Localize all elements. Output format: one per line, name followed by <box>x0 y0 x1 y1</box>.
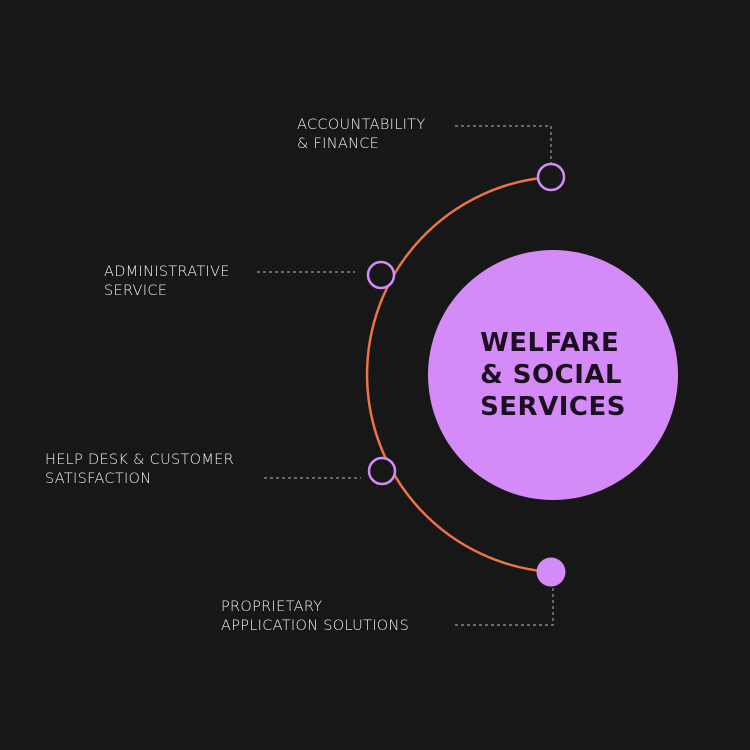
label-accountability: ACCOUNTABILITY & FINANCE <box>297 116 425 154</box>
orange-arc <box>365 175 552 574</box>
center-title-line-3: SERVICES <box>480 392 626 422</box>
node-helpdesk[interactable] <box>367 456 397 486</box>
label-line: ACCOUNTABILITY <box>297 117 426 133</box>
label-line: APPLICATION SOLUTIONS <box>221 618 410 634</box>
label-line: & FINANCE <box>297 136 380 152</box>
connector-proprietary <box>455 587 554 626</box>
label-line: ADMINISTRATIVE <box>104 264 230 280</box>
node-administrative[interactable] <box>366 260 396 290</box>
center-title: WELFARE & SOCIAL SERVICES <box>428 250 678 500</box>
label-line: HELP DESK & CUSTOMER <box>45 452 235 468</box>
label-line: SATISFACTION <box>45 471 152 487</box>
label-helpdesk: HELP DESK & CUSTOMER SATISFACTION <box>45 451 234 489</box>
label-administrative: ADMINISTRATIVE SERVICE <box>104 263 230 301</box>
node-proprietary[interactable] <box>536 557 566 587</box>
label-line: PROPRIETARY <box>221 599 323 615</box>
node-accountability[interactable] <box>536 162 566 192</box>
center-title-line-1: WELFARE <box>480 328 620 358</box>
label-proprietary: PROPRIETARY APPLICATION SOLUTIONS <box>221 598 409 636</box>
connector-accountability <box>455 125 552 163</box>
center-circle <box>428 250 678 500</box>
center-title-line-2: & SOCIAL <box>480 360 623 390</box>
label-line: SERVICE <box>104 283 168 299</box>
